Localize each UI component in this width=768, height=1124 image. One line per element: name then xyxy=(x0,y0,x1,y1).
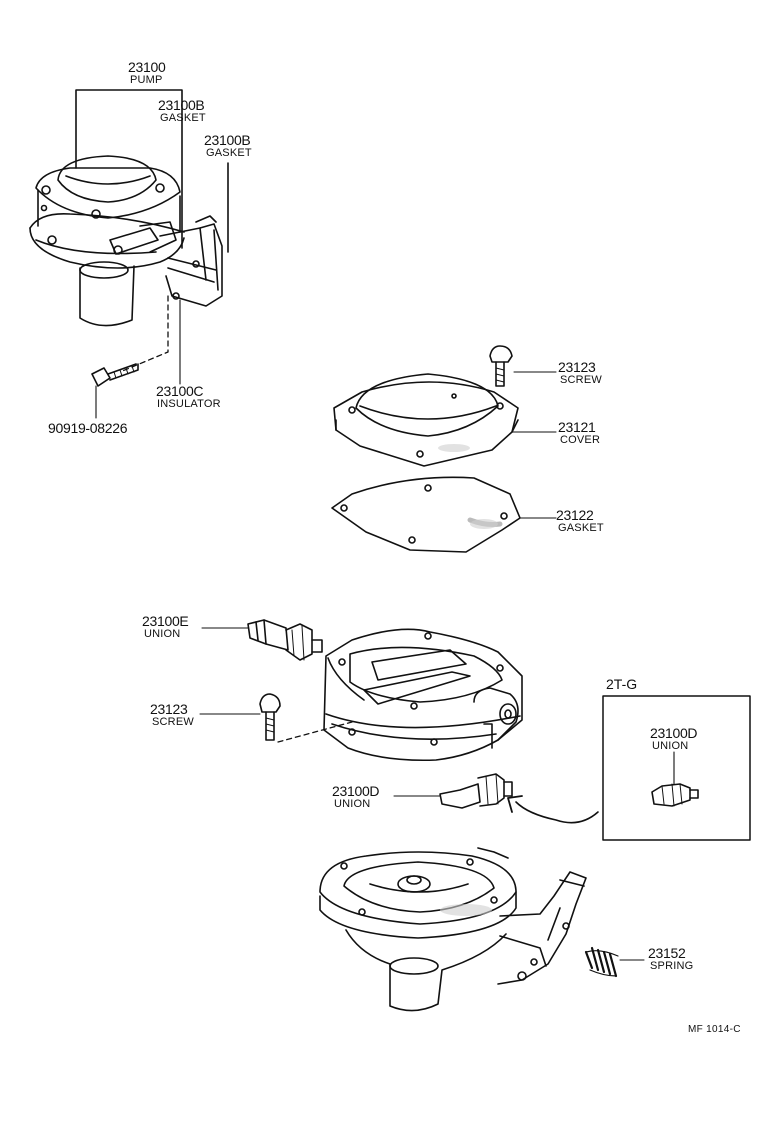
callout-23152-number: 23152 xyxy=(648,945,686,961)
callout-23100-name: PUMP xyxy=(130,74,163,86)
callout-23100e-name: UNION xyxy=(144,628,181,640)
pump-upper-body-illustration xyxy=(323,628,523,762)
spring-illustration xyxy=(584,946,645,978)
callout-23122-name: GASKET xyxy=(558,522,604,534)
figure-reference: MF 1014-C xyxy=(688,1024,741,1035)
callout-23100b-second-name: GASKET xyxy=(206,147,252,159)
callout-23100-number: 23100 xyxy=(128,59,166,75)
pump-lower-body-illustration xyxy=(319,847,587,1012)
lower-screw-illustration xyxy=(199,693,353,743)
union-d-illustration xyxy=(393,773,599,824)
callout-23100c-number: 23100C xyxy=(156,383,204,399)
callout-23100c-name: INSULATOR xyxy=(157,398,221,410)
callout-23100d-2tg-name: UNION xyxy=(652,740,689,752)
callout-23123-top-name: SCREW xyxy=(560,374,602,386)
union-e-illustration xyxy=(201,619,323,661)
callout-23100b-second-number: 23100B xyxy=(204,132,251,148)
callout-23121-name: COVER xyxy=(560,434,601,446)
callout-23121-number: 23121 xyxy=(558,419,596,435)
callout-23123-lower-name: SCREW xyxy=(152,716,194,728)
variant-box-title: 2T-G xyxy=(606,676,638,692)
gasket-illustration xyxy=(331,476,557,553)
callout-23122-number: 23122 xyxy=(556,507,594,523)
pump-assembly-illustration xyxy=(29,89,229,419)
callout-23100e-number: 23100E xyxy=(142,613,189,629)
shading xyxy=(438,444,498,916)
callout-23100b-number: 23100B xyxy=(158,97,205,113)
variant-2tg-box xyxy=(602,695,751,841)
cover-illustration xyxy=(333,373,557,467)
callout-23100d-name: UNION xyxy=(334,798,371,810)
callout-23123-top-number: 23123 xyxy=(558,359,596,375)
callout-23100b-name: GASKET xyxy=(160,112,206,124)
callout-90919-08226-number: 90919-08226 xyxy=(48,420,128,436)
callout-23100d-2tg-number: 23100D xyxy=(650,725,698,741)
callout-23123-lower-number: 23123 xyxy=(150,701,188,717)
callout-23100d-number: 23100D xyxy=(332,783,380,799)
callout-23152-name: SPRING xyxy=(650,960,694,972)
top-screw-illustration xyxy=(489,345,557,387)
